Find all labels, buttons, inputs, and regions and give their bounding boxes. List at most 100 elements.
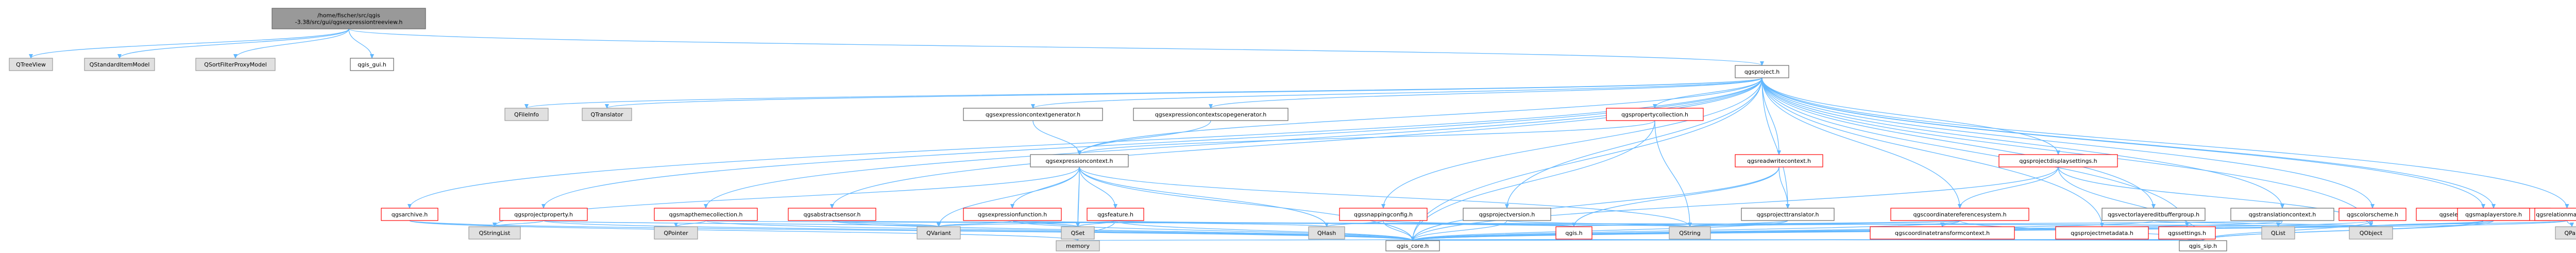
edge-qgsvectorlayereditbuffergroup-to-qgis_core bbox=[1413, 220, 2154, 241]
node-qgscoordinatetransformcontext[interactable]: qgscoordinatetransformcontext.h bbox=[1870, 226, 2015, 240]
edge-qgsproject-to-qgsabstractsensor bbox=[832, 77, 1762, 208]
node-label-qgsreadwritecontext: qgsreadwritecontext.h bbox=[1747, 158, 1811, 164]
file-nodes: /home/fischer/src/qgis-3.38/src/gui/qgse… bbox=[9, 8, 2576, 251]
node-qgsprojectmetadata[interactable]: qgsprojectmetadata.h bbox=[2055, 226, 2149, 240]
node-label-qgsexpressioncontext: qgsexpressioncontext.h bbox=[1046, 158, 1113, 164]
node-box-qgis_core bbox=[1385, 240, 1440, 251]
edge-qgsexpressionfunction-to-qvariant bbox=[939, 220, 1013, 227]
node-qgsrelationmanager[interactable]: qgsrelationmanager.h bbox=[2534, 208, 2576, 221]
edge-qgsexprctxgen-to-qgsexpressioncontext bbox=[1032, 120, 1079, 155]
node-label-qgsfeature: qgsfeature.h bbox=[1097, 211, 1133, 218]
node-qgscolorscheme[interactable]: qgscolorscheme.h bbox=[2338, 208, 2406, 221]
edge-qgsprojectdisplaysettings-to-qgscoordinatereferencesystem bbox=[1960, 166, 2059, 208]
node-qgsprojectproperty[interactable]: qgsprojectproperty.h bbox=[499, 208, 588, 221]
node-qgsexprctxgen[interactable]: qgsexpressioncontextgenerator.h bbox=[963, 108, 1103, 121]
node-qgis_h[interactable]: qgis.h bbox=[1555, 226, 1592, 240]
node-box-qgsvectorlayereditbuffergroup bbox=[2102, 208, 2206, 221]
node-label-qvariant: QVariant bbox=[926, 230, 951, 237]
edge-qgsmaplayerstore-to-qgis_sip bbox=[2203, 220, 2494, 241]
node-label-qgsrelationmanager: qgsrelationmanager.h bbox=[2536, 211, 2576, 218]
node-qgscoordinatereferencesystem[interactable]: qgscoordinatereferencesystem.h bbox=[1890, 208, 2029, 221]
node-box-qgspropertycollection bbox=[1606, 108, 1704, 121]
edge-qgsproject-to-qgsreadwritecontext bbox=[1761, 77, 1779, 155]
edge-qgsreadwritecontext-to-qgsprojecttranslator bbox=[1778, 166, 1788, 208]
node-label-qgis_sip: qgis_sip.h bbox=[2189, 243, 2217, 249]
node-qgsproject[interactable]: qgsproject.h bbox=[1735, 65, 1789, 78]
node-qgsarchive[interactable]: qgsarchive.h bbox=[381, 208, 438, 221]
edge-qgsproject-to-qgsrelationmanager bbox=[1761, 77, 2567, 208]
node-box-qset bbox=[1061, 226, 1095, 240]
node-qgsexpressioncontext[interactable]: qgsexpressioncontext.h bbox=[1030, 154, 1129, 167]
edge-qgstranslationcontext-to-qstring bbox=[1690, 220, 2283, 227]
node-qgsprojectdisplaysettings[interactable]: qgsprojectdisplaysettings.h bbox=[1998, 154, 2118, 167]
node-label-qgsexprctxscopegen: qgsexpressioncontextscopegenerator.h bbox=[1155, 111, 1267, 118]
edge-qgsproject-to-qgsmapthemecollection bbox=[706, 77, 1762, 208]
node-box-qgsexpressionfunction bbox=[963, 208, 1062, 221]
node-label-qobject: QObject bbox=[2360, 230, 2383, 237]
node-memory: memory bbox=[1056, 240, 1100, 251]
node-box-qgsfeature bbox=[1087, 208, 1144, 221]
edge-qgsproject-to-qgsprojectdisplaysettings bbox=[1761, 77, 2058, 155]
node-qgis_gui[interactable]: qgis_gui.h bbox=[350, 58, 394, 71]
node-qgsmaplayerstore[interactable]: qgsmaplayerstore.h bbox=[2457, 208, 2530, 221]
node-box-qgsprojecttranslator bbox=[1741, 208, 1835, 221]
node-qgsvectorlayereditbuffergroup[interactable]: qgsvectorlayereditbuffergroup.h bbox=[2102, 208, 2206, 221]
node-label-qgsvectorlayereditbuffergroup: qgsvectorlayereditbuffergroup.h bbox=[2108, 211, 2199, 218]
edge-qgsrelationmanager-to-qpair bbox=[2566, 220, 2572, 227]
node-qgssettings[interactable]: qgssettings.h bbox=[2158, 226, 2216, 240]
node-label-qgis_h: qgis.h bbox=[1565, 230, 1582, 237]
edge-root-to-qstandarditemmodel bbox=[120, 28, 349, 58]
node-label-qgsproject: qgsproject.h bbox=[1744, 69, 1780, 75]
node-qhash: QHash bbox=[1308, 226, 1345, 240]
node-box-qgsmapthemecollection bbox=[654, 208, 758, 221]
node-label-memory: memory bbox=[1066, 243, 1090, 249]
node-box-qgsexprctxscopegen bbox=[1133, 108, 1289, 121]
node-box-qsortfilterproxymodel bbox=[195, 58, 276, 71]
node-qgsabstractsensor[interactable]: qgsabstractsensor.h bbox=[788, 208, 876, 221]
edge-qgsprojectproperty-to-qstringlist bbox=[495, 220, 544, 227]
node-label-qgsprojectmetadata: qgsprojectmetadata.h bbox=[2071, 230, 2133, 237]
node-qgspropertycollection[interactable]: qgspropertycollection.h bbox=[1606, 108, 1704, 121]
edge-qgsexpressioncontext-to-qgsfeature bbox=[1079, 166, 1115, 208]
node-qgis_core[interactable]: qgis_core.h bbox=[1385, 240, 1440, 251]
node-box-qobject bbox=[2349, 226, 2393, 240]
node-qgis_sip[interactable]: qgis_sip.h bbox=[2179, 240, 2227, 251]
node-qvariant: QVariant bbox=[917, 226, 961, 240]
node-label-qsortfilterproxymodel: QSortFilterProxyModel bbox=[204, 61, 267, 68]
edge-qgsprojectdisplaysettings-to-qgis_core bbox=[1413, 166, 2059, 241]
node-root[interactable]: /home/fischer/src/qgis-3.38/src/gui/qgse… bbox=[272, 8, 426, 29]
node-box-qgstranslationcontext bbox=[2230, 208, 2334, 221]
node-qgssnappingconfig[interactable]: qgssnappingconfig.h bbox=[1339, 208, 1428, 221]
node-box-qgsprojectdisplaysettings bbox=[1998, 154, 2118, 167]
node-box-qgsrelationmanager bbox=[2534, 208, 2576, 221]
edge-qgsproject-to-qobject bbox=[1761, 77, 2371, 227]
edge-qgsabstractsensor-to-qgis_core bbox=[832, 220, 1413, 241]
node-label-qgis_core: qgis_core.h bbox=[1397, 243, 1429, 249]
edge-qgsarchive-to-memory bbox=[409, 220, 1078, 241]
edge-qgsexpressioncontext-to-qstring bbox=[1079, 166, 1690, 227]
node-qset: QSet bbox=[1061, 226, 1095, 240]
node-box-qpair bbox=[2555, 226, 2576, 240]
node-box-qgssettings bbox=[2158, 226, 2216, 240]
node-qgsexpressionfunction[interactable]: qgsexpressionfunction.h bbox=[963, 208, 1062, 221]
node-qgstranslationcontext[interactable]: qgstranslationcontext.h bbox=[2230, 208, 2334, 221]
node-label-qgscoordinatereferencesystem: qgscoordinatereferencesystem.h bbox=[1913, 211, 2006, 218]
node-box-qgscoordinatetransformcontext bbox=[1870, 226, 2015, 240]
edge-qgsproject-to-qgsmaplayerstore bbox=[1761, 77, 2494, 208]
node-qgsprojectversion[interactable]: qgsprojectversion.h bbox=[1463, 208, 1551, 221]
node-qgsexprctxscopegen[interactable]: qgsexpressioncontextscopegenerator.h bbox=[1133, 108, 1289, 121]
edge-qgscoordinatereferencesystem-to-qgis_h bbox=[1574, 220, 1960, 227]
edge-qgis_h-to-memory bbox=[1077, 239, 1574, 241]
node-box-qstring bbox=[1669, 226, 1711, 240]
edge-qgspropertycollection-to-qstring bbox=[1654, 120, 1690, 227]
edge-qgsproject-to-qgis_core bbox=[1413, 77, 1762, 241]
node-box-qgsreadwritecontext bbox=[1735, 154, 1823, 167]
node-label-qgscoordinatetransformcontext: qgscoordinatetransformcontext.h bbox=[1895, 230, 1990, 237]
edge-qgsfeature-to-qgis_core bbox=[1115, 220, 1413, 241]
edge-qgsproject-to-qgselevationshadingrenderer bbox=[1761, 77, 2483, 208]
node-qgsreadwritecontext[interactable]: qgsreadwritecontext.h bbox=[1735, 154, 1823, 167]
node-qgsfeature[interactable]: qgsfeature.h bbox=[1087, 208, 1144, 221]
node-qgsmapthemecollection[interactable]: qgsmapthemecollection.h bbox=[654, 208, 758, 221]
node-qgsprojecttranslator[interactable]: qgsprojecttranslator.h bbox=[1741, 208, 1835, 221]
